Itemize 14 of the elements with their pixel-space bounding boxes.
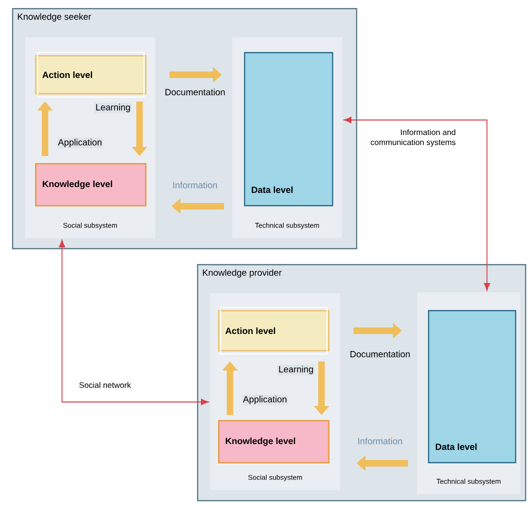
edge-label: Information <box>172 180 219 190</box>
level-box: Data level <box>244 52 334 206</box>
edge-label: Documentation <box>164 88 226 96</box>
edge-label: Documentation <box>348 350 412 358</box>
level-box: Data level <box>428 310 516 464</box>
level-box: Action level <box>218 307 330 354</box>
edge-label: Information and communication systems <box>370 129 456 147</box>
connector-line <box>58 240 209 406</box>
level-box: Action level <box>35 52 146 98</box>
level-box: Knowledge level <box>35 163 146 206</box>
edge-label: Information <box>356 436 404 446</box>
level-box: Knowledge level <box>218 420 330 464</box>
connector-line <box>344 116 490 291</box>
edge-label: Social network <box>79 382 132 388</box>
